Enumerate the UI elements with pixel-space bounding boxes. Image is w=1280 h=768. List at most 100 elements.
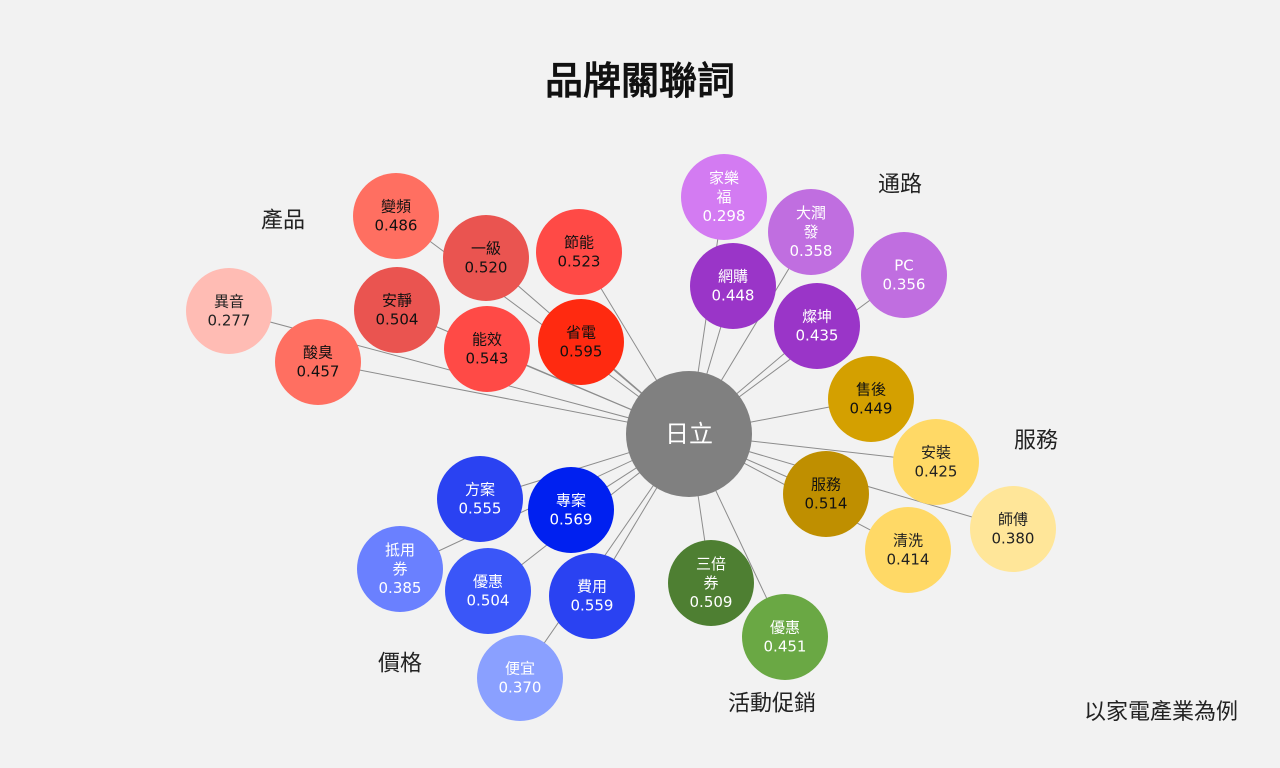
- word-bubble[interactable]: PC0.356: [861, 232, 947, 318]
- bubble-word: 便宜: [505, 660, 535, 678]
- word-bubble[interactable]: 安裝0.425: [893, 419, 979, 505]
- word-bubble[interactable]: 售後0.449: [828, 356, 914, 442]
- bubble-circle: [538, 299, 624, 385]
- bubble-value: 0.448: [712, 287, 755, 305]
- word-bubble[interactable]: 節能0.523: [536, 209, 622, 295]
- bubble-value: 0.356: [883, 276, 926, 294]
- bubble-word: 優惠: [770, 619, 800, 637]
- word-bubble[interactable]: 清洗0.414: [865, 507, 951, 593]
- word-bubble[interactable]: 變頻0.486: [353, 173, 439, 259]
- bubble-word: 一級: [471, 240, 501, 258]
- bubble-circle: [549, 553, 635, 639]
- bubble-value: 0.486: [375, 217, 418, 235]
- bubble-value: 0.504: [467, 592, 510, 610]
- word-bubble[interactable]: 燦坤0.435: [774, 283, 860, 369]
- bubble-value: 0.298: [703, 207, 746, 225]
- bubble-word: 福: [716, 188, 731, 206]
- center-label: 日立: [665, 420, 713, 448]
- bubble-circle: [536, 209, 622, 295]
- bubble-circle: [828, 356, 914, 442]
- bubble-value: 0.380: [992, 530, 1035, 548]
- bubble-word: 網購: [718, 268, 748, 286]
- word-bubble[interactable]: 便宜0.370: [477, 635, 563, 721]
- bubble-word: 發: [803, 223, 818, 241]
- bubble-value: 0.451: [764, 638, 807, 656]
- bubble-word: 大潤: [796, 204, 826, 222]
- bubble-value: 0.595: [560, 343, 603, 361]
- group-label: 產品: [261, 209, 305, 234]
- word-bubble[interactable]: 安靜0.504: [354, 267, 440, 353]
- word-bubble[interactable]: 優惠0.451: [742, 594, 828, 680]
- word-bubble[interactable]: 師傅0.380: [970, 486, 1056, 572]
- bubble-circle: [690, 243, 776, 329]
- word-bubble[interactable]: 異音0.277: [186, 268, 272, 354]
- bubble-word: 省電: [566, 324, 596, 342]
- word-bubble[interactable]: 優惠0.504: [445, 548, 531, 634]
- bubble-circle: [681, 154, 767, 240]
- bubble-circle: [742, 594, 828, 680]
- group-label: 價格: [378, 652, 422, 677]
- word-bubble[interactable]: 能效0.543: [444, 306, 530, 392]
- bubble-word: 三倍: [696, 555, 726, 573]
- bubble-word: 節能: [564, 234, 594, 252]
- bubble-value: 0.509: [690, 593, 733, 611]
- bubble-word: 師傅: [998, 511, 1028, 529]
- bubble-value: 0.358: [790, 242, 833, 260]
- bubble-word: 方案: [465, 481, 495, 499]
- bubble-word: 券: [392, 560, 407, 578]
- center-circle: [626, 371, 752, 497]
- bubble-word: 券: [703, 574, 718, 592]
- bubble-word: 清洗: [893, 532, 923, 550]
- word-bubble[interactable]: 網購0.448: [690, 243, 776, 329]
- bubble-circle: [353, 173, 439, 259]
- footnote: 以家電產業為例: [1083, 700, 1238, 725]
- bubble-value: 0.385: [379, 579, 422, 597]
- word-bubble[interactable]: 一級0.520: [443, 215, 529, 301]
- bubble-value: 0.457: [297, 363, 340, 381]
- bubble-word: 安靜: [382, 292, 412, 310]
- bubble-circle: [668, 540, 754, 626]
- word-bubble[interactable]: 費用0.559: [549, 553, 635, 639]
- bubble-value: 0.523: [558, 253, 601, 271]
- bubble-value: 0.504: [376, 311, 419, 329]
- bubble-value: 0.435: [796, 327, 839, 345]
- center-node[interactable]: 日立: [626, 371, 752, 497]
- bubble-value: 0.514: [805, 495, 848, 513]
- group-label: 通路: [878, 173, 922, 198]
- bubble-circle: [893, 419, 979, 505]
- word-bubble[interactable]: 方案0.555: [437, 456, 523, 542]
- bubble-circle: [445, 548, 531, 634]
- bubble-value: 0.370: [499, 679, 542, 697]
- bubble-circle: [357, 526, 443, 612]
- node-layer: 變頻0.486一級0.520節能0.523異音0.277安靜0.504能效0.5…: [186, 154, 1056, 721]
- bubble-word: 家樂: [709, 169, 739, 187]
- word-bubble[interactable]: 服務0.514: [783, 451, 869, 537]
- bubble-word: PC: [894, 257, 914, 275]
- bubble-circle: [354, 267, 440, 353]
- bubble-word: 能效: [472, 331, 502, 349]
- word-bubble[interactable]: 酸臭0.457: [275, 319, 361, 405]
- word-bubble[interactable]: 專案0.569: [528, 467, 614, 553]
- bubble-word: 抵用: [385, 541, 415, 559]
- bubble-circle: [768, 189, 854, 275]
- bubble-value: 0.520: [465, 259, 508, 277]
- bubble-circle: [444, 306, 530, 392]
- bubble-circle: [970, 486, 1056, 572]
- bubble-circle: [477, 635, 563, 721]
- bubble-circle: [528, 467, 614, 553]
- word-bubble[interactable]: 省電0.595: [538, 299, 624, 385]
- group-label: 服務: [1014, 429, 1058, 454]
- bubble-circle: [186, 268, 272, 354]
- bubble-word: 酸臭: [303, 344, 333, 362]
- bubble-value: 0.425: [915, 463, 958, 481]
- bubble-value: 0.555: [459, 500, 502, 518]
- bubble-value: 0.569: [550, 511, 593, 529]
- bubble-word: 費用: [577, 578, 607, 596]
- bubble-value: 0.543: [466, 350, 509, 368]
